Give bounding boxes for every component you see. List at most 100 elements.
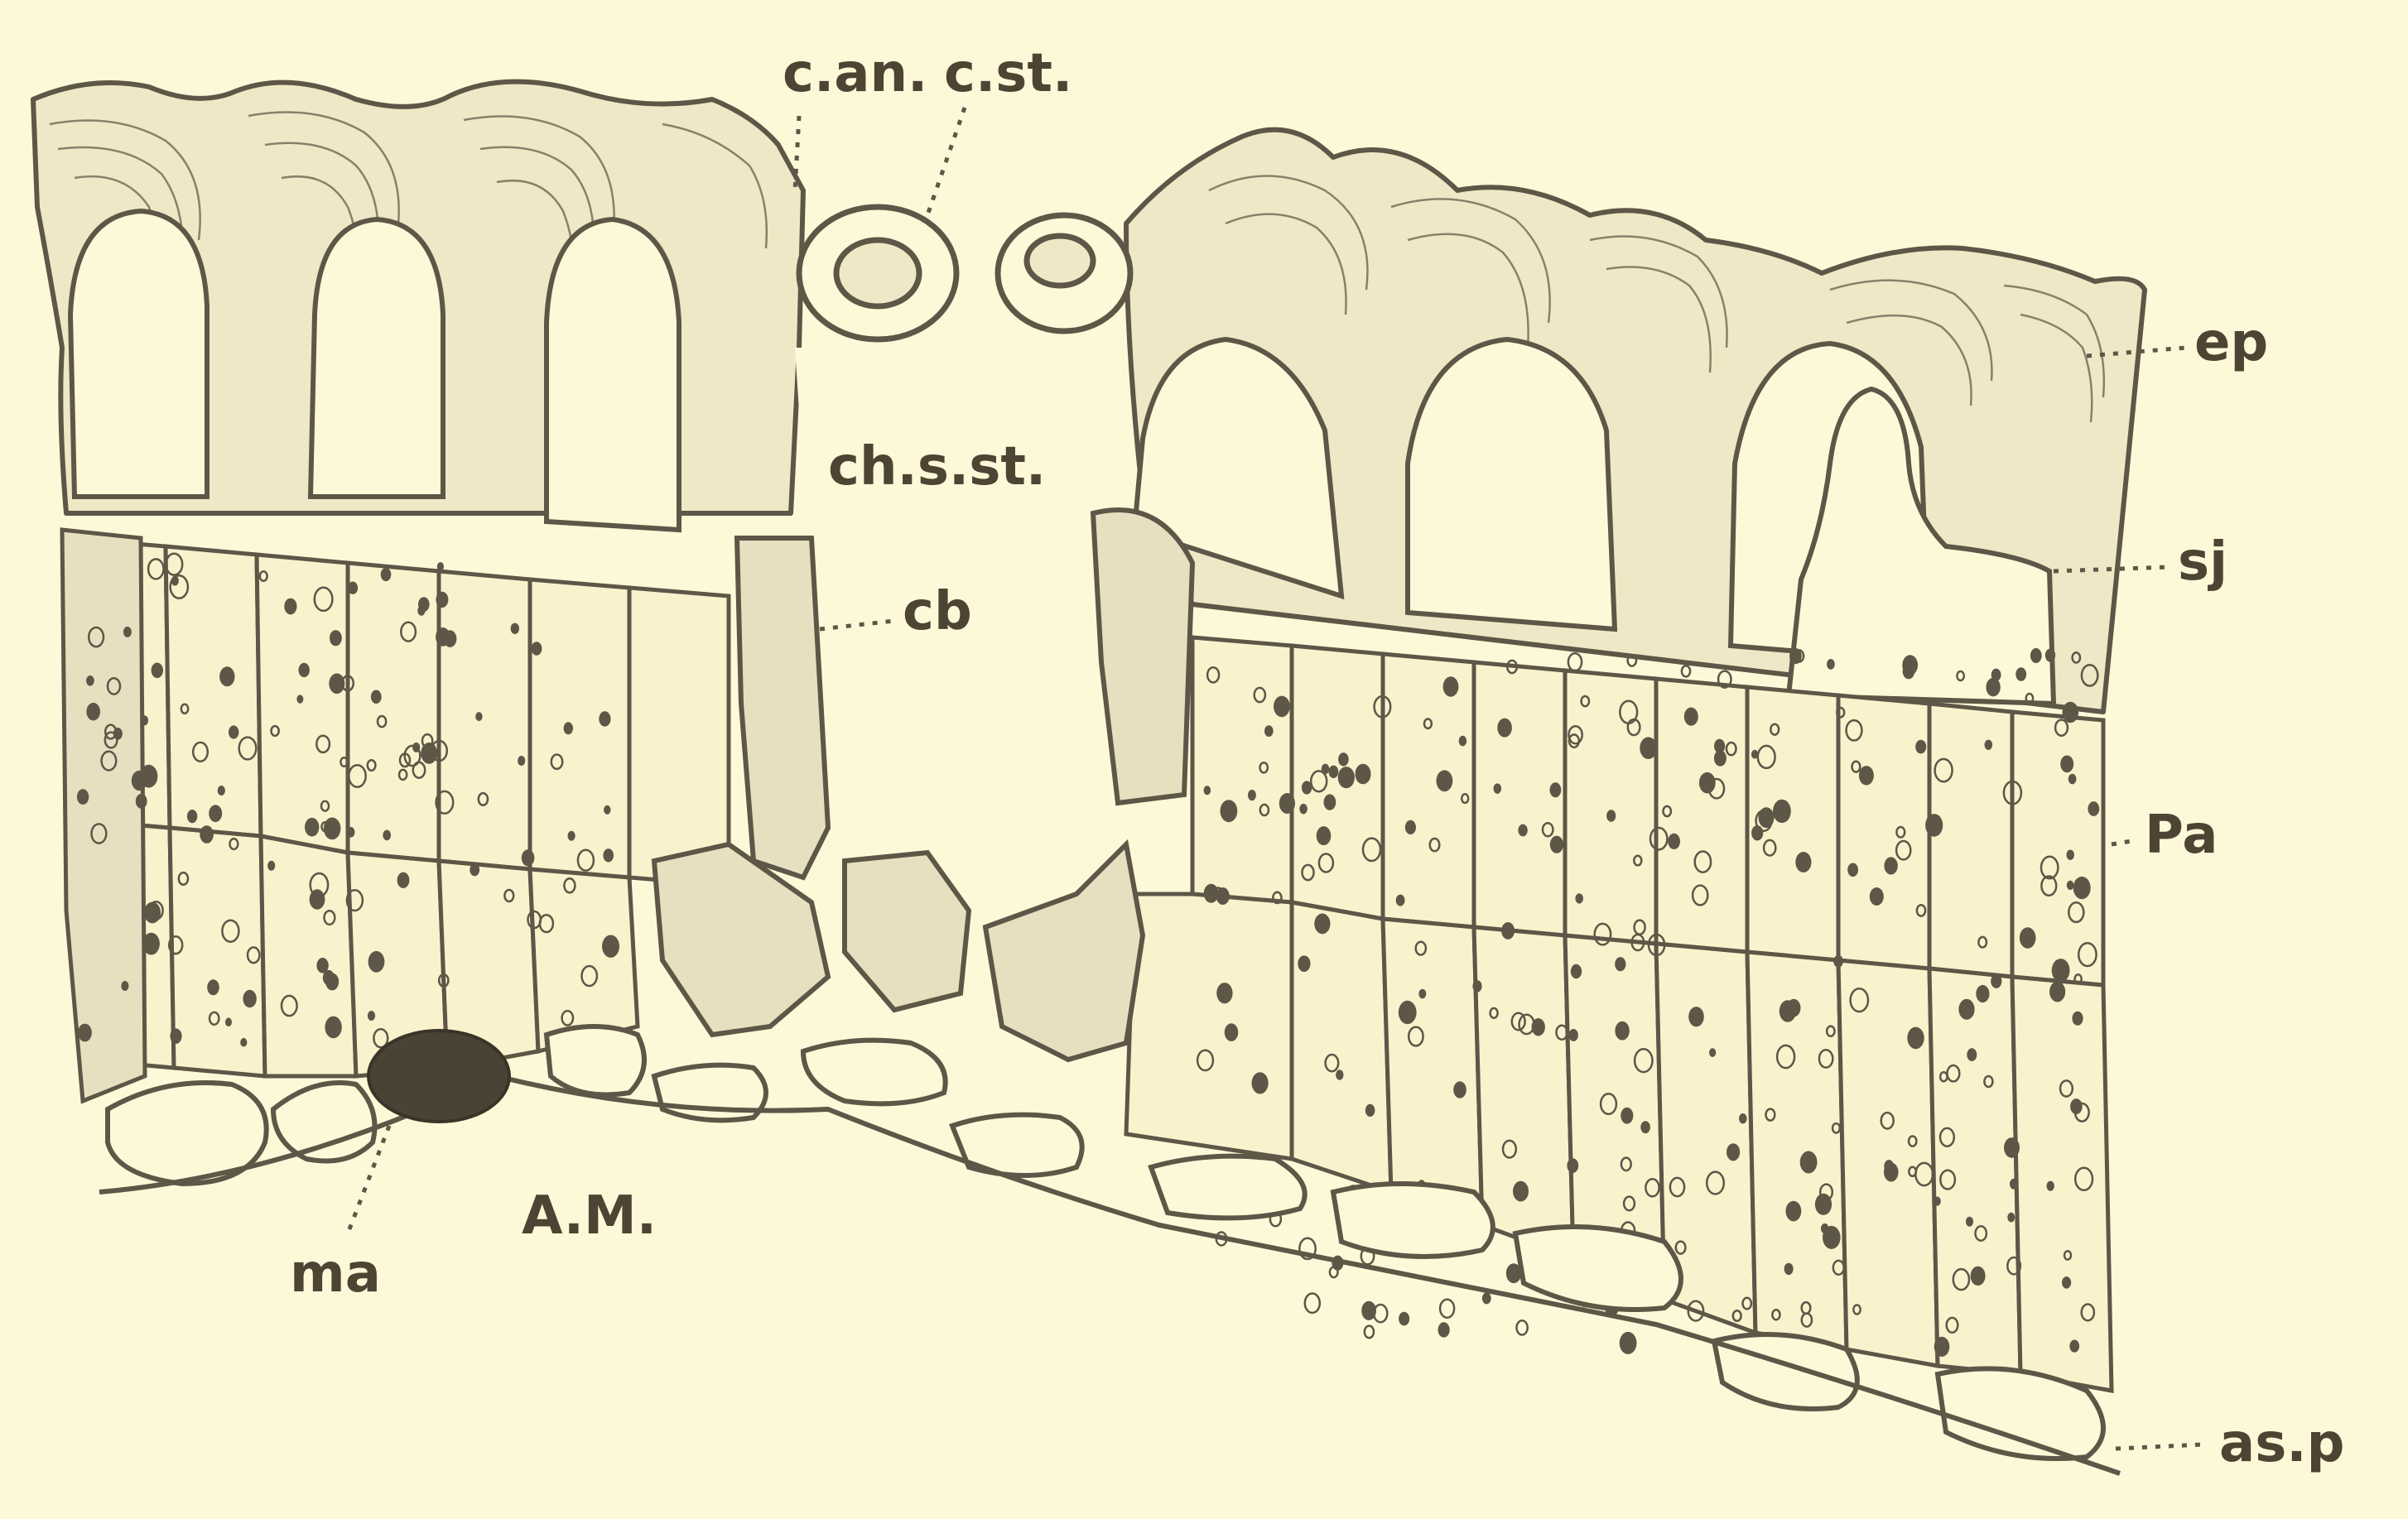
organelle-dot [1459,736,1467,747]
organelle-dot [1773,800,1791,823]
organelle-dot [381,568,392,581]
organelle-dot [1453,1081,1466,1098]
organelle-dot [1827,659,1835,670]
organelle-dot [1399,1312,1409,1326]
organelle-dot [1847,863,1858,877]
organelle-dot [1567,1158,1578,1173]
organelle-dot [1684,708,1698,726]
organelle-dot [599,711,610,726]
organelle-dot [2020,927,2036,948]
organelle-dot [1915,740,1926,754]
organelle-dot [1688,1007,1704,1026]
organelle-dot [2030,648,2042,663]
organelle-dot [412,743,420,752]
organelle-dot [1569,1029,1578,1041]
organelle-dot [1615,957,1625,971]
organelle-dot [2052,959,2070,982]
organelle-dot [1482,1292,1491,1304]
organelle-dot [1338,752,1349,766]
organelle-dot [1252,1072,1269,1094]
label-pa: Pa [2145,805,2218,866]
organelle-dot [383,830,391,841]
organelle-dot [1501,922,1515,940]
organelle-dot [511,623,519,634]
organelle-dot [1606,810,1616,822]
organelle-dot [1870,887,1884,906]
organelle-dot [142,933,160,955]
organelle-dot [267,861,275,871]
organelle-dot [1329,766,1339,778]
organelle-dot [218,786,225,796]
organelle-dot [1615,1021,1629,1041]
organelle-dot [123,627,132,637]
organelle-dot [2015,667,2026,681]
organelle-dot [1314,914,1330,935]
organelle-dot [2062,1276,2071,1289]
organelle-dot [1264,725,1274,737]
label-ma: ma [290,1243,381,1305]
organelle-dot [2067,881,2074,890]
organelle-dot [1221,800,1238,822]
organelle-dot [347,827,355,838]
organelle-dot [2088,801,2099,816]
organelle-dot [329,674,344,695]
organelle-dot [323,970,335,985]
organelle-dot [1317,826,1332,845]
organelle-dot [1513,1181,1529,1202]
organelle-dot [170,1028,181,1044]
organelle-dot [1709,1048,1716,1057]
organelle-dot [522,849,535,866]
organelle-dot [1365,1104,1375,1117]
label-cb: cb [903,581,972,642]
organelle-dot [2060,756,2073,773]
organelle-dot [1405,820,1416,834]
organelle-dot [299,663,310,677]
organelle-dot [1786,1201,1802,1222]
organelle-dot [296,695,303,703]
organelle-dot [141,715,148,725]
organelle-dot [1550,836,1563,853]
organelle-dot [243,990,256,1007]
organelle-dot [310,889,325,909]
organelle-dot [1438,1322,1450,1337]
organelle-dot [2070,1098,2083,1114]
organelle-dot [225,1017,232,1026]
organelle-dot [2007,1213,2015,1223]
organelle-dot [200,825,214,844]
organelle-dot [1795,852,1811,872]
organelle-dot [1833,955,1843,968]
organelle-dot [121,981,128,991]
organelle-dot [132,771,147,791]
organelle-dot [348,582,358,594]
organelle-dot [1884,857,1897,874]
label-ch-s-st: ch.s.st. [828,436,1046,498]
organelle-dot [1640,1121,1650,1133]
organelle-dot [152,663,163,679]
label-c-an: c.an. [783,43,927,104]
organelle-dot [86,675,94,686]
organelle-dot [518,756,525,766]
organelle-dot [371,690,382,704]
organelle-dot [1958,999,1974,1020]
organelle-dot [1298,955,1310,972]
organelle-dot [1396,895,1405,906]
label-c-st: c.st. [944,43,1072,104]
organelle-dot [1925,814,1943,837]
organelle-dot [324,818,341,840]
organelle-dot [2049,982,2065,1002]
organelle-dot [2068,774,2077,785]
organelle-dot [1550,782,1562,797]
organelle-dot [1966,1217,1973,1227]
organelle-dot [219,666,234,686]
organelle-dot [437,562,444,571]
organelle-dot [78,1024,92,1042]
organelle-dot [1204,786,1211,795]
organelle-dot [2010,1179,2018,1190]
organelle-dot [77,789,89,805]
organelle-dot [2045,649,2055,662]
organelle-dot [1621,1108,1633,1124]
organelle-dot [564,722,573,734]
dark-mass-cell [368,1031,509,1122]
organelle-dot [1204,884,1219,903]
organelle-dot [240,1038,247,1047]
